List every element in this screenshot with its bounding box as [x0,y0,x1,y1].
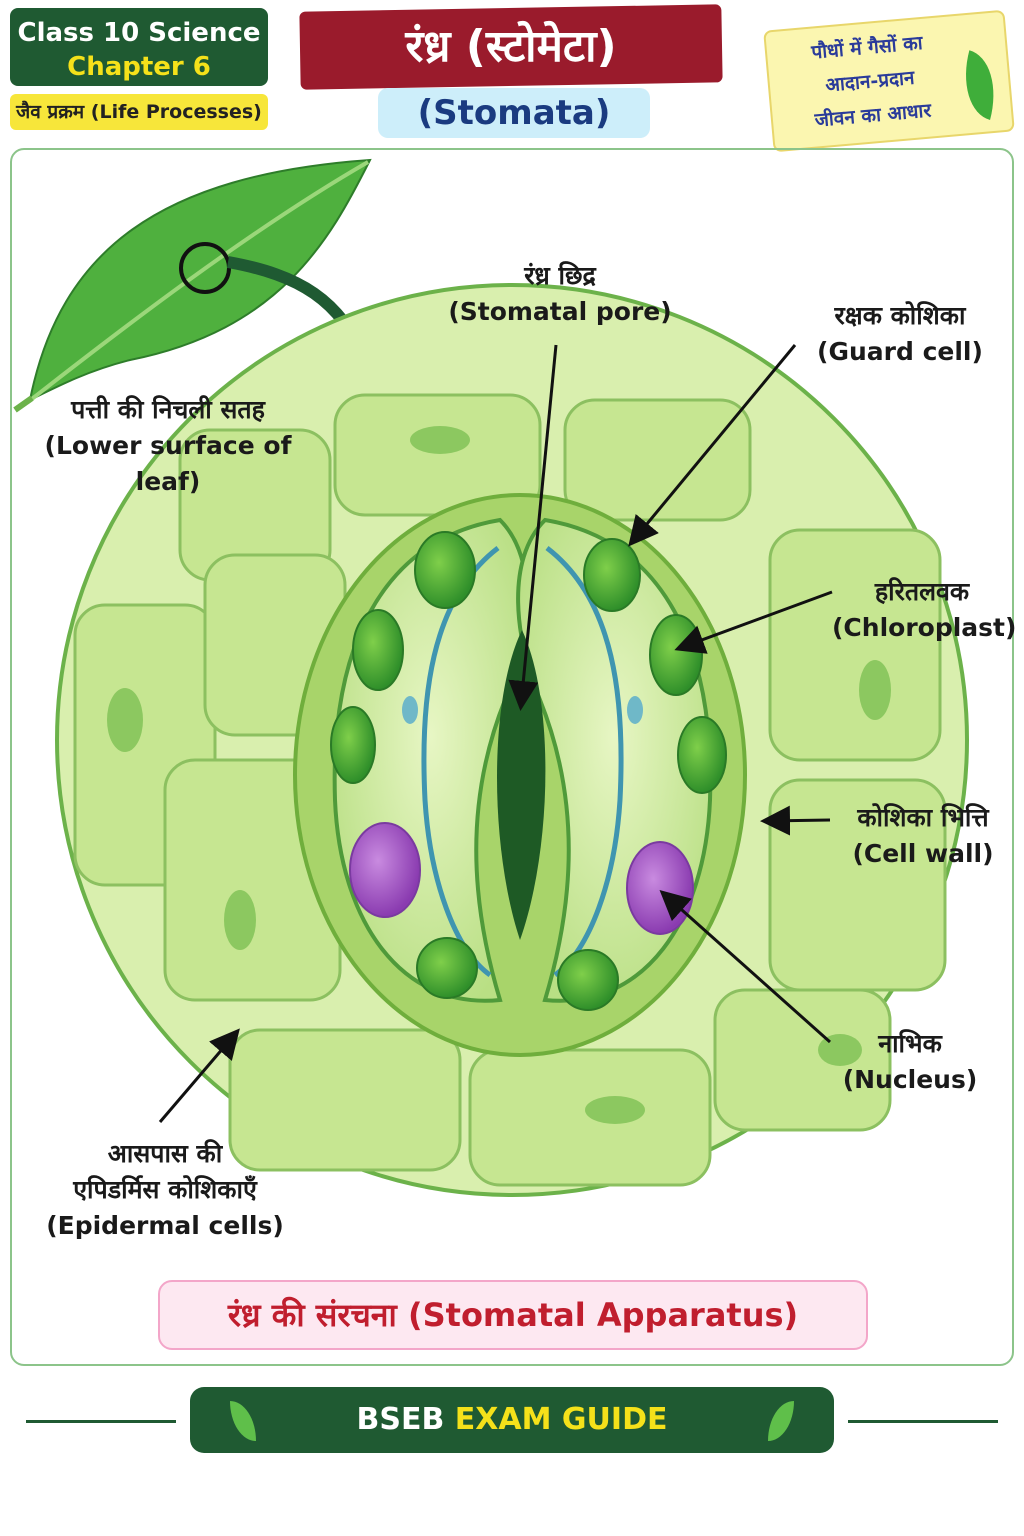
page-subtitle: (Stomata) [378,88,650,138]
guard-cell-label: रक्षक कोशिका (Guard cell) [790,298,1010,370]
badge-chapter-line: Chapter 6 [67,52,211,82]
leaf-illustration [13,158,372,413]
epidermal-label-line-1: आसपास की [107,1139,223,1168]
nucleus-right [626,841,694,935]
leaf-label-english: (Lower surface of leaf) [44,431,292,496]
pore-label-hindi: रंध्र छिद्र [524,261,596,290]
epidermal-layer [55,283,969,1197]
pore-label: रंध्र छिद्र (Stomatal pore) [430,258,690,330]
footer-rule-right [848,1420,998,1423]
label-arrows [158,344,833,1123]
leaf-label-hindi: पत्ती की निचली सतह [71,395,265,424]
page-title: रंध्र (स्टोमेटा) [405,21,617,72]
chloroplast-label-english: (Chloroplast) [832,613,1017,642]
footer-guide: EXAM GUIDE [454,1402,668,1437]
diagram-caption: रंध्र की संरचना (Stomatal Apparatus) [158,1280,868,1350]
footer-rule-left [26,1420,176,1423]
epidermal-label: आसपास की एपिडर्मिस कोशिकाएँ (Epidermal c… [20,1136,310,1244]
nucleus-label-hindi: नाभिक [878,1029,942,1058]
badge-subject: जैव प्रक्रम (Life Processes) [10,94,268,130]
nucleus-label-english: (Nucleus) [842,1065,978,1094]
pore-label-english: (Stomatal pore) [448,297,672,326]
nucleus-label: नाभिक (Nucleus) [830,1026,990,1098]
cell-wall-label-hindi: कोशिका भित्ति [857,803,989,832]
chapter-badge: Class 10 Science Chapter 6 जैव प्रक्रम (… [10,8,268,130]
badge-class-line: Class 10 Science [17,18,261,48]
footer-brand: BSEB [356,1402,445,1437]
guard-cell-label-hindi: रक्षक कोशिका [834,301,966,330]
footer-banner: BSEB EXAM GUIDE [190,1387,834,1453]
epidermal-label-line-2: एपिडर्मिस कोशिकाएँ [73,1175,257,1204]
epidermal-label-english: (Epidermal cells) [46,1211,284,1240]
footer-text: BSEB EXAM GUIDE [190,1387,834,1453]
guard-cell-label-english: (Guard cell) [817,337,983,366]
chloroplast-label-hindi: हरितलवक [874,577,970,606]
leaf-label: पत्ती की निचली सतह (Lower surface of lea… [18,392,318,500]
nucleus-left [349,822,421,918]
diagram-frame [10,148,1014,1366]
cell-wall-label-english: (Cell wall) [852,839,994,868]
cell-wall-label: कोशिका भित्ति (Cell wall) [830,800,1016,872]
badge-background [10,8,268,86]
chloroplast-label: हरितलवक (Chloroplast) [832,574,1017,646]
chloroplasts [330,531,727,1011]
